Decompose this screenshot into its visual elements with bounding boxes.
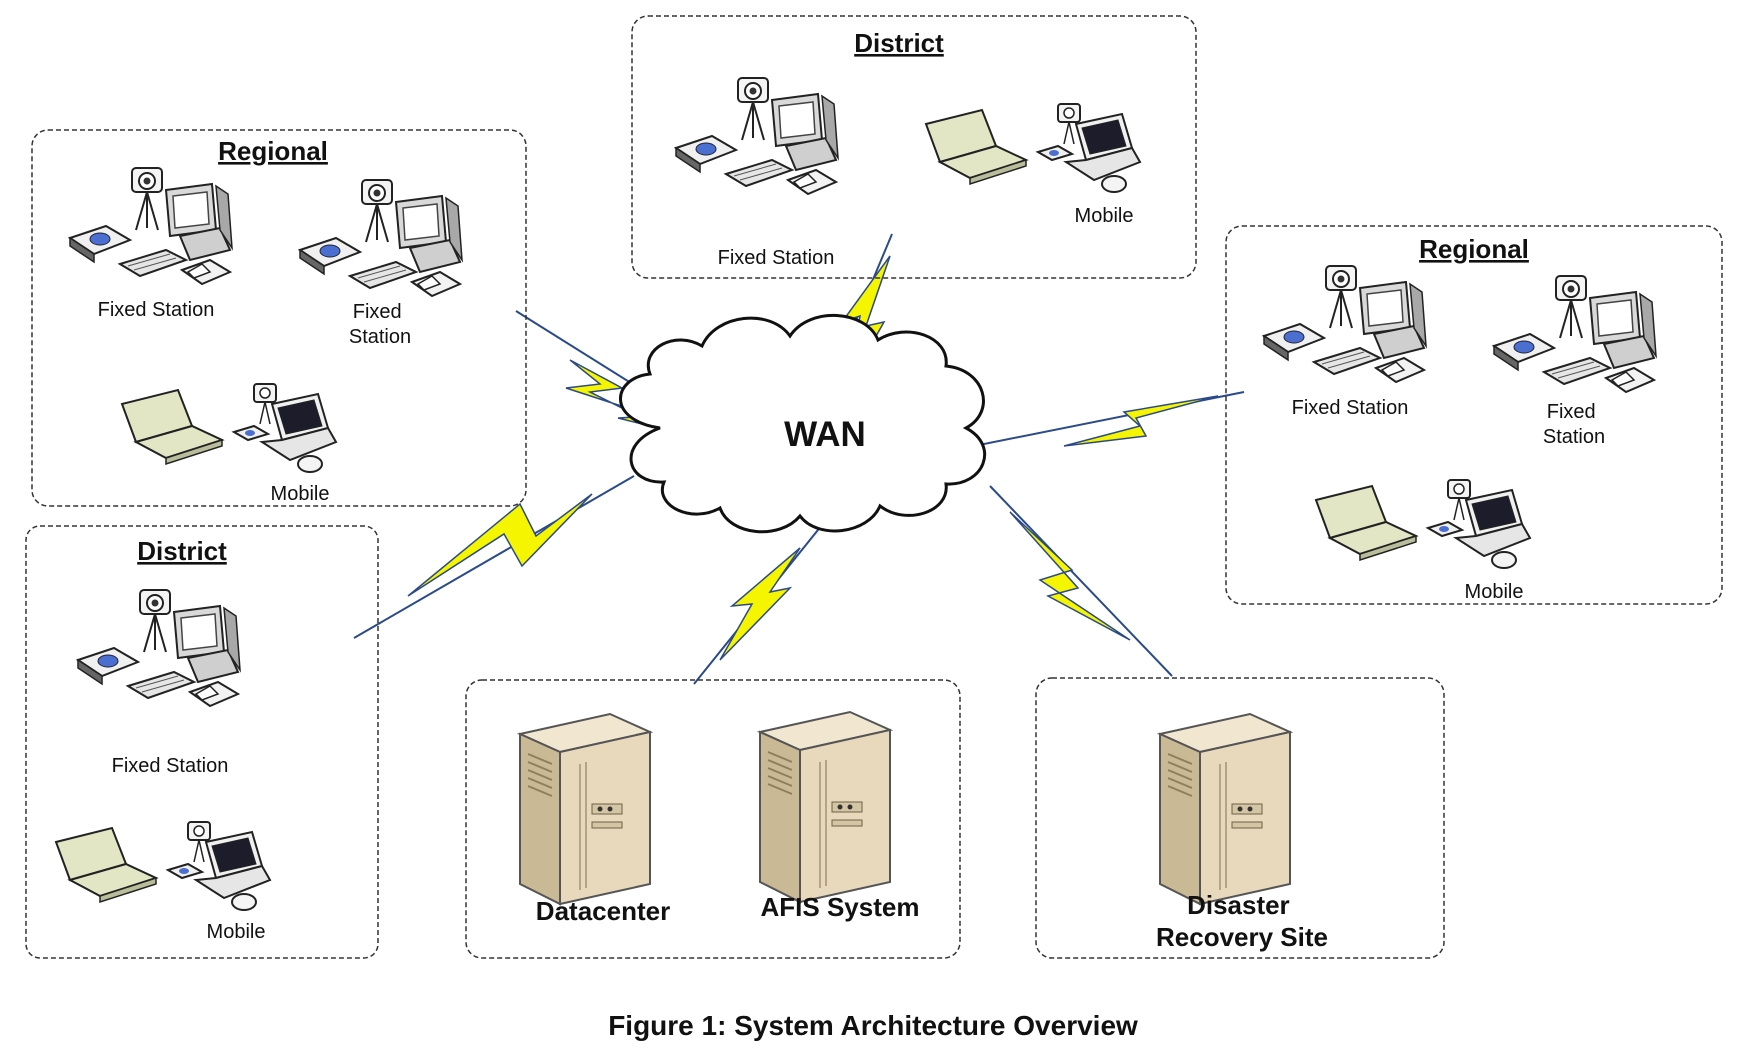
station-label-line1: Fixed	[353, 301, 402, 323]
group-border	[1035, 677, 1445, 959]
group-datacenter: Datacenter AFIS System	[465, 679, 961, 959]
group-disaster-recovery: Disaster Recovery Site	[1035, 677, 1445, 959]
link-dr-site	[989, 485, 1173, 677]
server-icon	[1159, 713, 1291, 905]
group-border	[25, 525, 379, 959]
fixed-station-icon	[299, 179, 463, 297]
fixed-station-icon	[1493, 275, 1657, 393]
station-label: Fixed Station	[98, 299, 215, 321]
mobile-label: Mobile	[207, 921, 266, 943]
station-label-line1: Fixed	[1547, 401, 1596, 423]
group-title: District	[137, 536, 227, 566]
fixed-station-icon	[675, 77, 839, 195]
group-district-left: District Fixed Station Mobile	[25, 525, 379, 959]
fixed-station-icon	[69, 167, 233, 285]
figure-caption: Figure 1: System Architecture Overview	[608, 1010, 1138, 1041]
datacenter-label: Datacenter	[536, 896, 670, 926]
mobile-icon	[55, 821, 271, 911]
wan-label: WAN	[784, 415, 866, 454]
dr-label-line1: Disaster	[1187, 890, 1290, 920]
mobile-label: Mobile	[1465, 581, 1524, 603]
mobile-label: Mobile	[1075, 205, 1134, 227]
mobile-icon	[925, 103, 1141, 193]
mobile-icon	[1315, 479, 1531, 569]
server-icon	[519, 713, 651, 905]
fixed-station-icon	[1263, 265, 1427, 383]
fixed-station-icon	[77, 589, 241, 707]
group-border	[31, 129, 527, 507]
station-label: Fixed Station	[112, 755, 229, 777]
link-district-left	[353, 475, 635, 639]
station-label: Fixed Station	[1292, 397, 1409, 419]
wan-cloud: WAN	[619, 314, 987, 534]
group-regional-right: Regional Fixed Station Fixed Station Mob…	[1225, 225, 1723, 605]
group-border	[465, 679, 961, 959]
station-label-line2: Station	[1543, 426, 1605, 448]
group-title: Regional	[1419, 234, 1529, 264]
group-district-top: District Fixed Station Mobile	[631, 15, 1197, 279]
afis-label: AFIS System	[761, 892, 920, 922]
dr-label: Disaster Recovery Site	[1156, 890, 1328, 952]
dr-label-line2: Recovery Site	[1156, 922, 1328, 952]
group-regional-left: Regional Fixed Station Fixed Station Mob…	[31, 129, 527, 507]
lightning-datacenter	[719, 547, 801, 661]
server-icon	[759, 711, 891, 903]
station-label-line2: Station	[349, 326, 411, 348]
lightning-district-left	[407, 493, 593, 597]
group-border	[1225, 225, 1723, 605]
lightning-regional-right	[1063, 395, 1219, 447]
lightning-dr-site	[1009, 511, 1131, 641]
group-title: District	[854, 28, 944, 58]
mobile-label: Mobile	[271, 483, 330, 505]
group-title: Regional	[218, 136, 328, 166]
station-label: Fixed Station	[349, 301, 411, 348]
station-label: Fixed Station	[718, 247, 835, 269]
mobile-icon	[121, 383, 337, 473]
station-label: Fixed Station	[1543, 401, 1605, 448]
group-border	[631, 15, 1197, 279]
